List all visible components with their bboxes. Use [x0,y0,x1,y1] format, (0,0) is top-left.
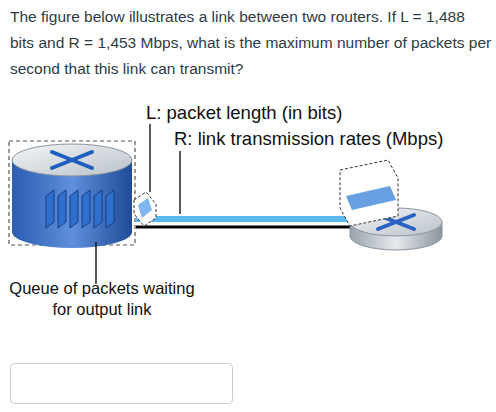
question-text: The figure below illustrates a link betw… [10,4,492,82]
router-arrows [52,152,92,168]
answer-input [11,364,233,404]
callout-label: Queue of packets waiting for output link [4,278,200,320]
leader-line [149,124,150,192]
left-router [9,141,156,248]
callout-label: R: link transmission rates (Mbps) [174,128,494,150]
leader-line [95,242,96,284]
departing-packet [134,192,156,226]
arriving-packet [340,160,398,226]
right-router [340,160,442,250]
packet-queue [46,190,114,228]
callout-label: L: packet length (in bits) [146,102,486,124]
leader-line [179,151,180,214]
router-top [12,144,132,176]
